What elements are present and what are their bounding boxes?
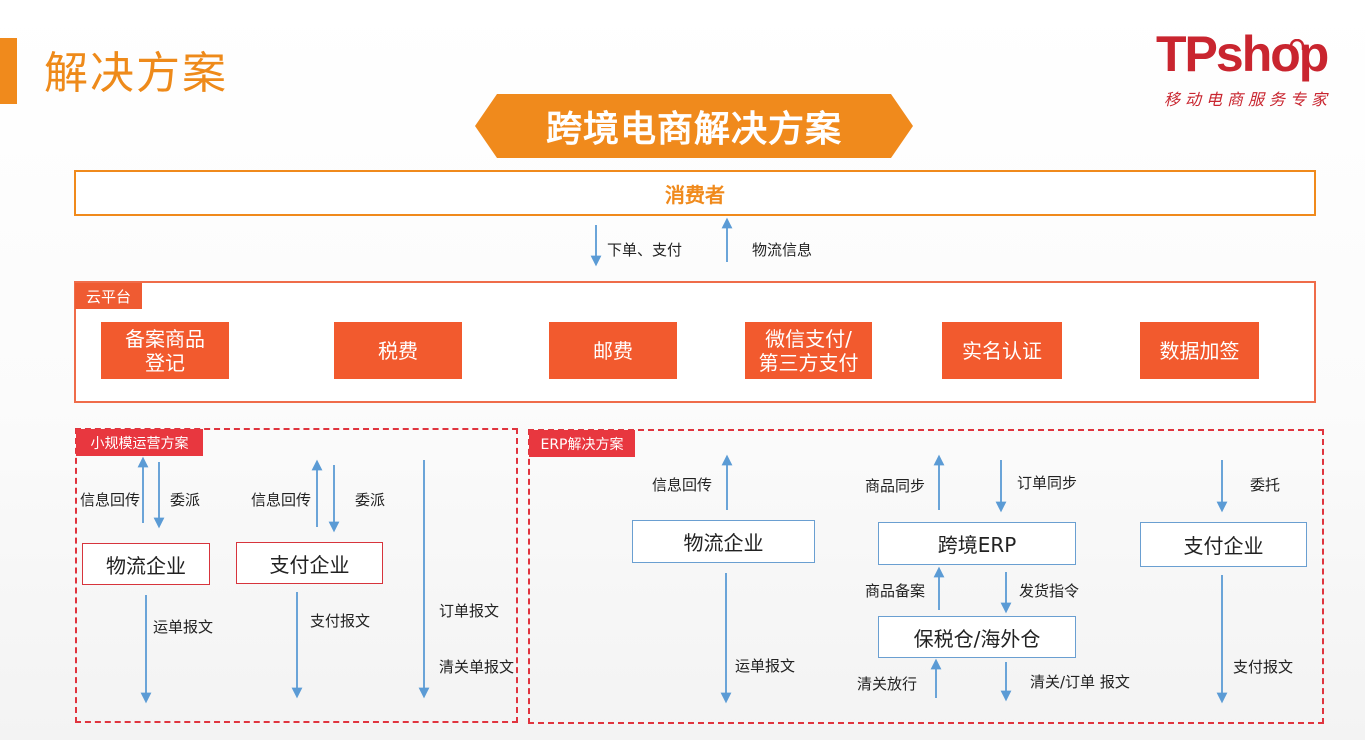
erp-entrust-label: 委托 xyxy=(1250,476,1281,494)
cloud-item-data-sign: 数据加签 xyxy=(1140,322,1259,379)
cloud-platform-tag: 云平台 xyxy=(75,283,142,309)
erp-logistics-box: 物流企业 xyxy=(632,520,815,563)
cloud-item-goods-record: 备案商品登记 xyxy=(101,322,229,379)
erp-solution-tag: ERP解决方案 xyxy=(529,430,635,457)
consumer-box: 消费者 xyxy=(74,170,1316,216)
erp-order-sync-label: 订单同步 xyxy=(1017,474,1078,492)
cloud-item-line1: 微信支付/ xyxy=(765,326,852,351)
small-info-back-label-2: 信息回传 xyxy=(251,491,312,509)
small-payment-msg-label: 支付报文 xyxy=(310,612,371,630)
erp-customs-release-label: 清关放行 xyxy=(857,675,918,693)
cloud-item-line1: 邮费 xyxy=(593,338,633,363)
shopping-bag-icon xyxy=(1289,39,1305,50)
banner-title: 跨境电商解决方案 xyxy=(545,109,842,150)
erp-ship-cmd-label: 发货指令 xyxy=(1019,582,1080,600)
erp-warehouse-box: 保税仓/海外仓 xyxy=(878,616,1076,658)
erp-system-box: 跨境ERP xyxy=(878,522,1076,565)
page-title: 解决方案 xyxy=(44,48,228,99)
title-accent-bar xyxy=(0,38,17,104)
cloud-item-line2: 第三方支付 xyxy=(758,350,859,375)
banner-hexagon-shape xyxy=(475,94,913,158)
cloud-item-line1: 实名认证 xyxy=(962,338,1042,363)
small-scale-panel xyxy=(75,428,518,723)
small-assign-label-2: 委派 xyxy=(355,491,386,509)
small-payment-box: 支付企业 xyxy=(236,542,383,584)
logo-wordmark: TPshop xyxy=(1156,26,1329,82)
erp-info-back-label: 信息回传 xyxy=(652,476,713,494)
logo-tagline: 移动电商服务专家 xyxy=(1164,90,1333,109)
cloud-item-postage: 邮费 xyxy=(549,322,677,379)
cloud-item-line2: 登记 xyxy=(145,350,185,375)
erp-goods-record-label: 商品备案 xyxy=(865,582,926,600)
erp-customs-order-label: 清关/订单 报文 xyxy=(1030,673,1130,691)
logistics-info-label: 物流信息 xyxy=(752,241,813,259)
order-pay-label: 下单、支付 xyxy=(607,241,683,259)
erp-waybill-label: 运单报文 xyxy=(735,657,796,675)
small-info-back-label-1: 信息回传 xyxy=(80,491,141,509)
small-assign-label-1: 委派 xyxy=(170,491,201,509)
small-scale-tag: 小规模运营方案 xyxy=(76,429,203,456)
cloud-item-line1: 备案商品 xyxy=(125,326,205,351)
erp-payment-box: 支付企业 xyxy=(1140,522,1307,567)
cloud-item-tax: 税费 xyxy=(334,322,462,379)
erp-payment-msg-label: 支付报文 xyxy=(1233,658,1294,676)
small-logistics-box: 物流企业 xyxy=(82,543,210,585)
solution-banner: 跨境电商解决方案 xyxy=(475,94,913,158)
cloud-platform-panel xyxy=(74,281,1316,403)
cloud-item-real-name: 实名认证 xyxy=(942,322,1062,379)
erp-solution-panel xyxy=(528,429,1324,724)
cloud-item-line1: 税费 xyxy=(378,338,418,363)
small-order-msg-label: 订单报文 xyxy=(439,602,500,620)
tpshop-logo: TPshop 移动电商服务专家 xyxy=(1150,26,1350,110)
small-customs-msg-label: 清关单报文 xyxy=(439,658,515,676)
cloud-item-line1: 数据加签 xyxy=(1159,338,1240,363)
small-waybill-label: 运单报文 xyxy=(153,618,214,636)
erp-goods-sync-label: 商品同步 xyxy=(865,477,926,495)
cloud-item-payment: 微信支付/第三方支付 xyxy=(745,322,872,379)
